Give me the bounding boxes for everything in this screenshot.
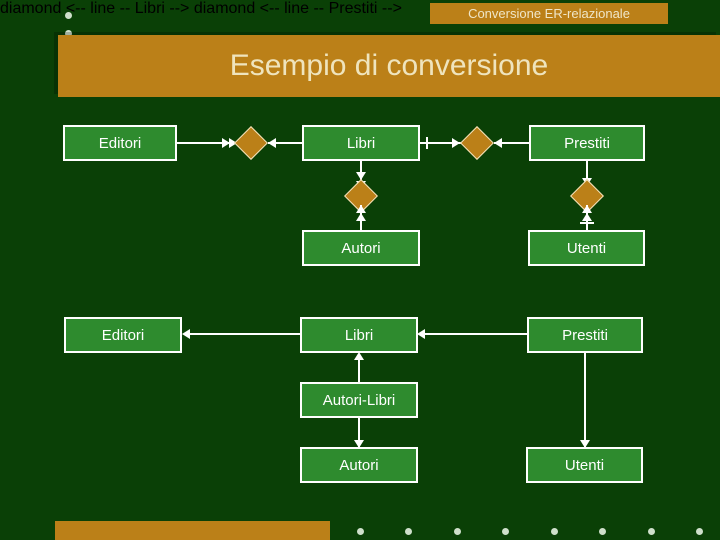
er-entity-editori[interactable]: Editori	[63, 125, 177, 161]
rel-table-utenti[interactable]: Utenti	[526, 447, 643, 483]
rel-connector-autorilibri-autori	[358, 418, 360, 447]
rel-connector-prestiti-libri	[420, 333, 528, 335]
page-title: Esempio di conversione	[229, 49, 549, 82]
er-connector-prestiti-rel4	[586, 160, 588, 190]
arrowhead-up-icon	[356, 213, 366, 221]
slide-header-label: Conversione ER-relazionale	[430, 3, 668, 24]
decorative-dot	[551, 528, 558, 535]
footer-band	[55, 521, 330, 540]
rel-table-autori[interactable]: Autori	[300, 447, 418, 483]
er-entity-prestiti[interactable]: Prestiti	[529, 125, 645, 161]
decorative-dot	[405, 528, 412, 535]
decorative-dot	[65, 30, 72, 37]
arrowhead-left-icon	[182, 329, 190, 339]
arrowhead-up-icon	[582, 205, 592, 213]
er-relationship-libri-prestiti	[460, 126, 494, 160]
rel-connector-libri-editori	[185, 333, 300, 335]
arrowhead-right-icon	[222, 138, 230, 148]
arrowhead-right-icon	[452, 138, 460, 148]
arrowhead-up-icon	[582, 213, 592, 221]
arrowhead-down-icon	[356, 172, 366, 180]
decorative-dot	[502, 528, 509, 535]
er-entity-libri[interactable]: Libri	[302, 125, 420, 161]
decorative-dot	[696, 528, 703, 535]
rel-table-autori-libri[interactable]: Autori-Libri	[300, 382, 418, 418]
decorative-dot	[599, 528, 606, 535]
decorative-dot	[65, 12, 72, 19]
er-entity-autori[interactable]: Autori	[302, 230, 420, 266]
cardinality-tick	[580, 222, 594, 224]
er-connector-editori-rel	[176, 142, 236, 144]
er-relationship-editori-libri	[234, 126, 268, 160]
rel-table-editori[interactable]: Editori	[64, 317, 182, 353]
arrowhead-right-icon	[229, 138, 237, 148]
decorative-dot	[648, 528, 655, 535]
arrowhead-left-icon	[494, 138, 502, 148]
decorative-dot	[454, 528, 461, 535]
rel-table-libri[interactable]: Libri	[300, 317, 418, 353]
er-connector-rel2-prestiti	[494, 142, 530, 144]
cardinality-tick	[426, 137, 428, 149]
arrowhead-up-icon	[354, 352, 364, 360]
arrowhead-left-icon	[268, 138, 276, 148]
title-band: Esempio di conversione	[58, 35, 720, 97]
er-connector-libri-rel2	[420, 142, 466, 144]
arrowhead-left-icon	[417, 329, 425, 339]
rel-connector-prestiti-utenti	[584, 353, 586, 447]
decorative-dot	[357, 528, 364, 535]
er-entity-utenti[interactable]: Utenti	[528, 230, 645, 266]
arrowhead-down-icon	[354, 440, 364, 448]
rel-table-prestiti[interactable]: Prestiti	[527, 317, 643, 353]
er-connector-rel-libri	[268, 142, 304, 144]
rel-connector-autorilibri-libri	[358, 355, 360, 383]
arrowhead-down-icon	[580, 440, 590, 448]
arrowhead-up-icon	[356, 205, 366, 213]
